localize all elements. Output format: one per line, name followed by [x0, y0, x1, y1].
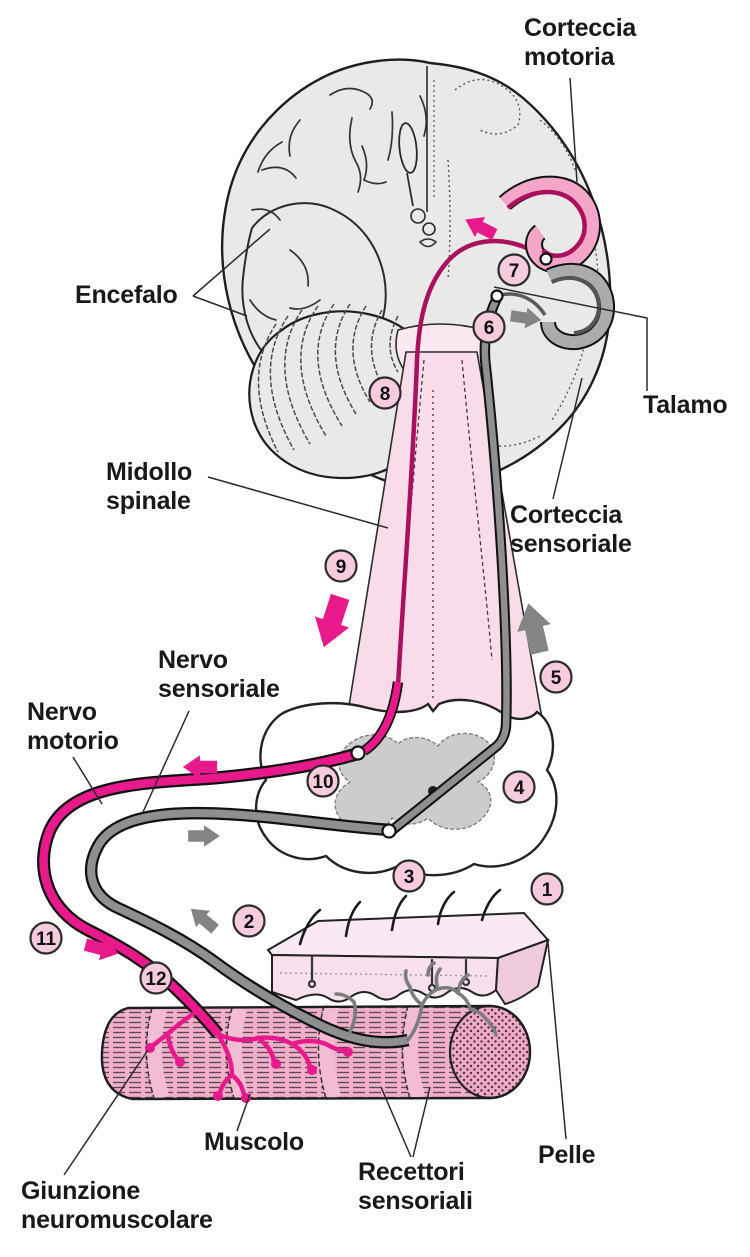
- step-marker-4: 4: [502, 770, 536, 804]
- step-marker-6: 6: [472, 310, 506, 344]
- step-marker-7: 7: [497, 253, 531, 287]
- svg-text:8: 8: [380, 384, 391, 405]
- label-corteccia-sensoriale: Corteccia sensoriale: [510, 501, 632, 558]
- sensory-cortex: [540, 263, 616, 351]
- label-nervo-sensoriale: Nervo sensoriale: [158, 646, 280, 703]
- ascending-tract-dashed: [461, 359, 493, 661]
- svg-text:3: 3: [404, 867, 415, 888]
- dermis-dotted-line: [279, 972, 491, 977]
- leader-lines: [63, 77, 648, 1176]
- step-marker-2: 2: [232, 904, 266, 938]
- sensory-receptor-tree: [334, 961, 498, 1042]
- thalamus-arrow: [509, 307, 542, 329]
- gray-matter-butterfly: [334, 732, 496, 832]
- step-marker-1: 1: [530, 872, 564, 906]
- label-nervo-motorio: Nervo motorio: [27, 698, 119, 755]
- step-marker-10: 10: [306, 764, 340, 798]
- svg-text:6: 6: [484, 318, 495, 339]
- label-giunzione-neuromuscolare: Giunzione neuromuscolare: [21, 1177, 213, 1234]
- gyri-lines: [249, 87, 428, 338]
- svg-text:11: 11: [36, 929, 57, 950]
- label-muscolo: Muscolo: [204, 1128, 304, 1156]
- step-marker-9: 9: [324, 549, 358, 583]
- step-marker-3: 3: [392, 859, 426, 893]
- label-recettori-sensoriali: Recettori sensoriali: [358, 1158, 473, 1215]
- muscle-bands: [147, 1004, 426, 1101]
- svg-text:9: 9: [336, 557, 347, 578]
- step-marker-11: 11: [29, 921, 63, 955]
- motor-descent-arrow: [83, 937, 119, 961]
- label-midollo-spinale: Midollo spinale: [106, 458, 193, 515]
- step-marker-5: 5: [539, 660, 573, 694]
- hairs: [298, 888, 502, 946]
- svg-text:2: 2: [244, 912, 255, 933]
- motor-cortex: [498, 175, 601, 274]
- synapse-dots: [350, 252, 553, 839]
- descending-flow-arrow: [314, 593, 350, 648]
- step-marker-12: 12: [139, 961, 173, 995]
- label-pelle: Pelle: [538, 1141, 596, 1169]
- motor-cortex-arrow: [465, 216, 498, 240]
- step-marker-8: 8: [368, 376, 402, 410]
- svg-text:12: 12: [145, 969, 166, 990]
- sensory-nerve-pathway: [84, 292, 547, 1049]
- ascending-flow-arrow: [517, 603, 551, 655]
- corticospinal-tract: [395, 238, 548, 687]
- label-talamo: Talamo: [643, 391, 728, 419]
- label-corteccia-motoria: Corteccia motoria: [524, 14, 637, 71]
- svg-text:5: 5: [551, 668, 562, 689]
- sensory-nerve-arrow: [188, 825, 220, 847]
- svg-text:4: 4: [514, 778, 525, 799]
- sensory-ascent-arrow: [190, 908, 219, 934]
- label-encefalo: Encefalo: [75, 281, 178, 309]
- brain-midline: [398, 66, 438, 248]
- motor-nerve-arrow: [182, 755, 218, 779]
- step-markers: 1 2 3 4 5 6 7 8 9 10: [29, 253, 573, 995]
- skin-side-face: [494, 938, 550, 1006]
- svg-text:7: 7: [509, 261, 520, 282]
- spinal-cord-cross-section: [254, 698, 558, 877]
- neuromuscular-junction-dots: [145, 1043, 353, 1103]
- svg-text:10: 10: [312, 772, 333, 793]
- motor-nerve-pathway: [37, 238, 548, 1103]
- svg-text:1: 1: [542, 880, 553, 901]
